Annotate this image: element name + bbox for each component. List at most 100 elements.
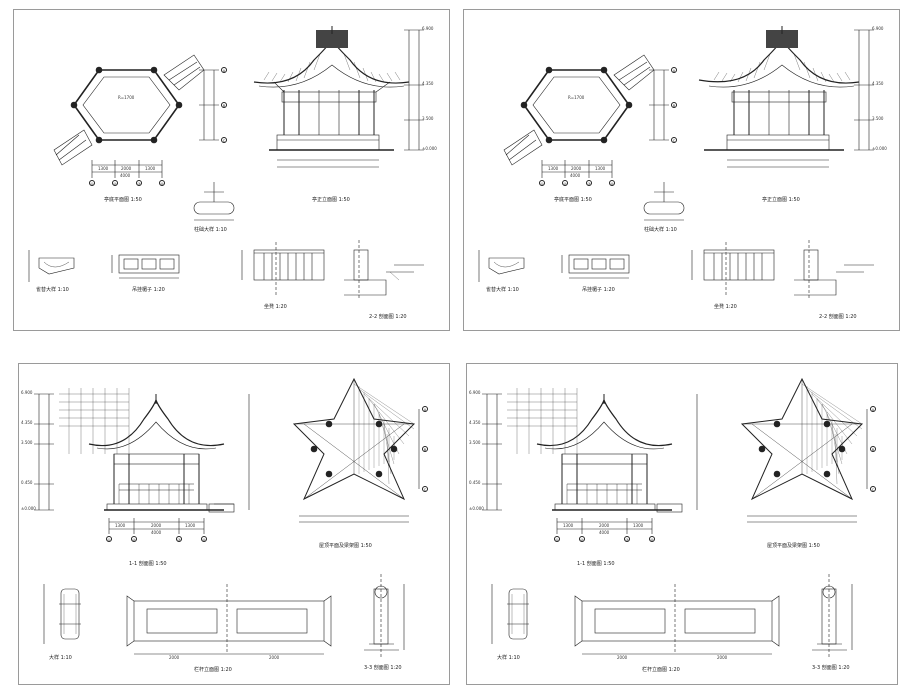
plan-dim-radius: R=1700	[118, 95, 135, 100]
plan-dim-radius: R=1700	[568, 95, 585, 100]
section-dim-total: 4000	[151, 530, 162, 535]
section-title: 1-1 剖面图 1:50	[129, 561, 167, 567]
axis-bubble-c: C	[422, 486, 428, 492]
axis-bubble-4: ④	[609, 180, 615, 186]
elev-mark-0: ±0.000	[469, 506, 484, 511]
axis-bubble-3: ③	[624, 536, 630, 542]
sheet-2-linework	[478, 26, 874, 300]
elev-mark-0: ±0.000	[21, 506, 36, 511]
section-dim-total: 4000	[599, 530, 610, 535]
detail-label-section-3: 3-3 剖面图 1:20	[364, 665, 402, 671]
elev-mark-3: 6.900	[422, 26, 434, 31]
detail-label-bench: 坐凳 1:20	[714, 304, 737, 310]
detail-label-small: 大样 1:10	[497, 655, 520, 661]
axis-bubble-2: ②	[579, 536, 585, 542]
axis-bubble-b: B	[422, 446, 428, 452]
section-dim-1: 1300	[563, 523, 574, 528]
railing-title: 栏杆立面图 1:20	[642, 667, 680, 673]
plan-dim-2: 2000	[121, 166, 132, 171]
section-dim-1: 1300	[115, 523, 126, 528]
axis-bubble-2: ②	[562, 180, 568, 186]
axis-bubble-1: ①	[539, 180, 545, 186]
plan-dim-3: 1300	[145, 166, 156, 171]
detail-label-lintel: 吊挂楣子 1:20	[132, 287, 165, 293]
detail-label-column-base: 柱础大样 1:10	[644, 227, 677, 233]
plan-title: 亭底平面图 1:50	[104, 197, 142, 203]
drawing-sheet-4: 1-1 剖面图 1:50 屋顶平面及梁架图 1:50 栏杆立面图 1:20 大样…	[466, 363, 898, 685]
elevation-title: 亭正立面图 1:50	[312, 197, 350, 203]
axis-bubble-4: ④	[159, 180, 165, 186]
axis-bubble-2: ②	[112, 180, 118, 186]
axis-bubble-1: ①	[106, 536, 112, 542]
axis-bubble-4: ④	[649, 536, 655, 542]
sheet-4-linework	[482, 377, 868, 659]
rail-dim-1: 2000	[617, 655, 628, 660]
sheet-1-linework	[28, 26, 424, 300]
plan-dim-2: 2000	[571, 166, 582, 171]
roof-plan-title: 屋顶平面及梁架图 1:50	[319, 543, 372, 549]
elev-mark-0: ±0.000	[422, 146, 437, 151]
axis-bubble-c: C	[221, 137, 227, 143]
detail-label-bracket: 雀替大样 1:10	[36, 287, 69, 293]
elev-mark-2: 3.500	[469, 440, 481, 445]
section-title: 1-1 剖面图 1:50	[577, 561, 615, 567]
plan-title: 亭底平面图 1:50	[554, 197, 592, 203]
detail-label-small: 大样 1:10	[49, 655, 72, 661]
railing-title: 栏杆立面图 1:20	[194, 667, 232, 673]
elev-mark-4: 6.900	[469, 390, 481, 395]
axis-bubble-b: B	[221, 102, 227, 108]
detail-label-section-2: 2-2 剖面图 1:20	[369, 314, 407, 320]
detail-label-section-3: 3-3 剖面图 1:20	[812, 665, 850, 671]
section-dim-3: 1300	[633, 523, 644, 528]
plan-dim-total: 4000	[570, 173, 581, 178]
axis-bubble-1: ①	[554, 536, 560, 542]
plan-dim-total: 4000	[120, 173, 131, 178]
detail-label-column-base: 柱础大样 1:10	[194, 227, 227, 233]
elev-mark-1: 0.450	[21, 480, 33, 485]
axis-bubble-1: ①	[89, 180, 95, 186]
axis-bubble-c: C	[671, 137, 677, 143]
plan-dim-1: 1300	[548, 166, 559, 171]
elev-mark-4: 6.900	[21, 390, 33, 395]
elev-mark-1: 3.500	[872, 116, 884, 121]
axis-bubble-3: ③	[176, 536, 182, 542]
axis-bubble-2: ②	[131, 536, 137, 542]
roof-plan-title: 屋顶平面及梁架图 1:50	[767, 543, 820, 549]
rail-dim-1: 2000	[169, 655, 180, 660]
elev-mark-3: 6.900	[872, 26, 884, 31]
axis-bubble-4: ④	[201, 536, 207, 542]
axis-bubble-b: B	[671, 102, 677, 108]
sheet-3-linework	[34, 377, 420, 659]
section-dim-2: 2000	[599, 523, 610, 528]
elev-mark-2: 4.350	[872, 81, 884, 86]
elev-mark-3: 4.350	[469, 420, 481, 425]
elev-mark-3: 4.350	[21, 420, 33, 425]
axis-bubble-c: C	[870, 486, 876, 492]
plan-hexagon-inner	[82, 76, 171, 134]
axis-bubble-a: A	[870, 406, 876, 412]
detail-label-bracket: 雀替大样 1:10	[486, 287, 519, 293]
axis-bubble-a: A	[221, 67, 227, 73]
detail-label-section-2: 2-2 剖面图 1:20	[819, 314, 857, 320]
detail-label-lintel: 吊挂楣子 1:20	[582, 287, 615, 293]
drawing-sheet-2: 亭底平面图 1:50 亭正立面图 1:50 柱础大样 1:10 雀替大样 1:1…	[463, 9, 900, 331]
axis-bubble-a: A	[422, 406, 428, 412]
elev-mark-2: 4.350	[422, 81, 434, 86]
detail-label-bench: 坐凳 1:20	[264, 304, 287, 310]
plan-dim-1: 1300	[98, 166, 109, 171]
elev-mark-1: 0.450	[469, 480, 481, 485]
drawing-sheet-3: 1-1 剖面图 1:50 屋顶平面及梁架图 1:50 栏杆立面图 1:20 大样…	[18, 363, 450, 685]
drawing-sheet-1: 亭底平面图 1:50 亭正立面图 1:50 柱础大样 1:10 雀替大样 1:1…	[13, 9, 450, 331]
plan-dim-3: 1300	[595, 166, 606, 171]
rail-dim-2: 2000	[717, 655, 728, 660]
axis-bubble-3: ③	[136, 180, 142, 186]
axis-bubble-3: ③	[586, 180, 592, 186]
elev-mark-2: 3.500	[21, 440, 33, 445]
axis-bubble-a: A	[671, 67, 677, 73]
rail-dim-2: 2000	[269, 655, 280, 660]
axis-bubble-b: B	[870, 446, 876, 452]
section-dim-2: 2000	[151, 523, 162, 528]
section-dim-3: 1300	[185, 523, 196, 528]
elev-mark-1: 3.500	[422, 116, 434, 121]
elevation-title: 亭正立面图 1:50	[762, 197, 800, 203]
